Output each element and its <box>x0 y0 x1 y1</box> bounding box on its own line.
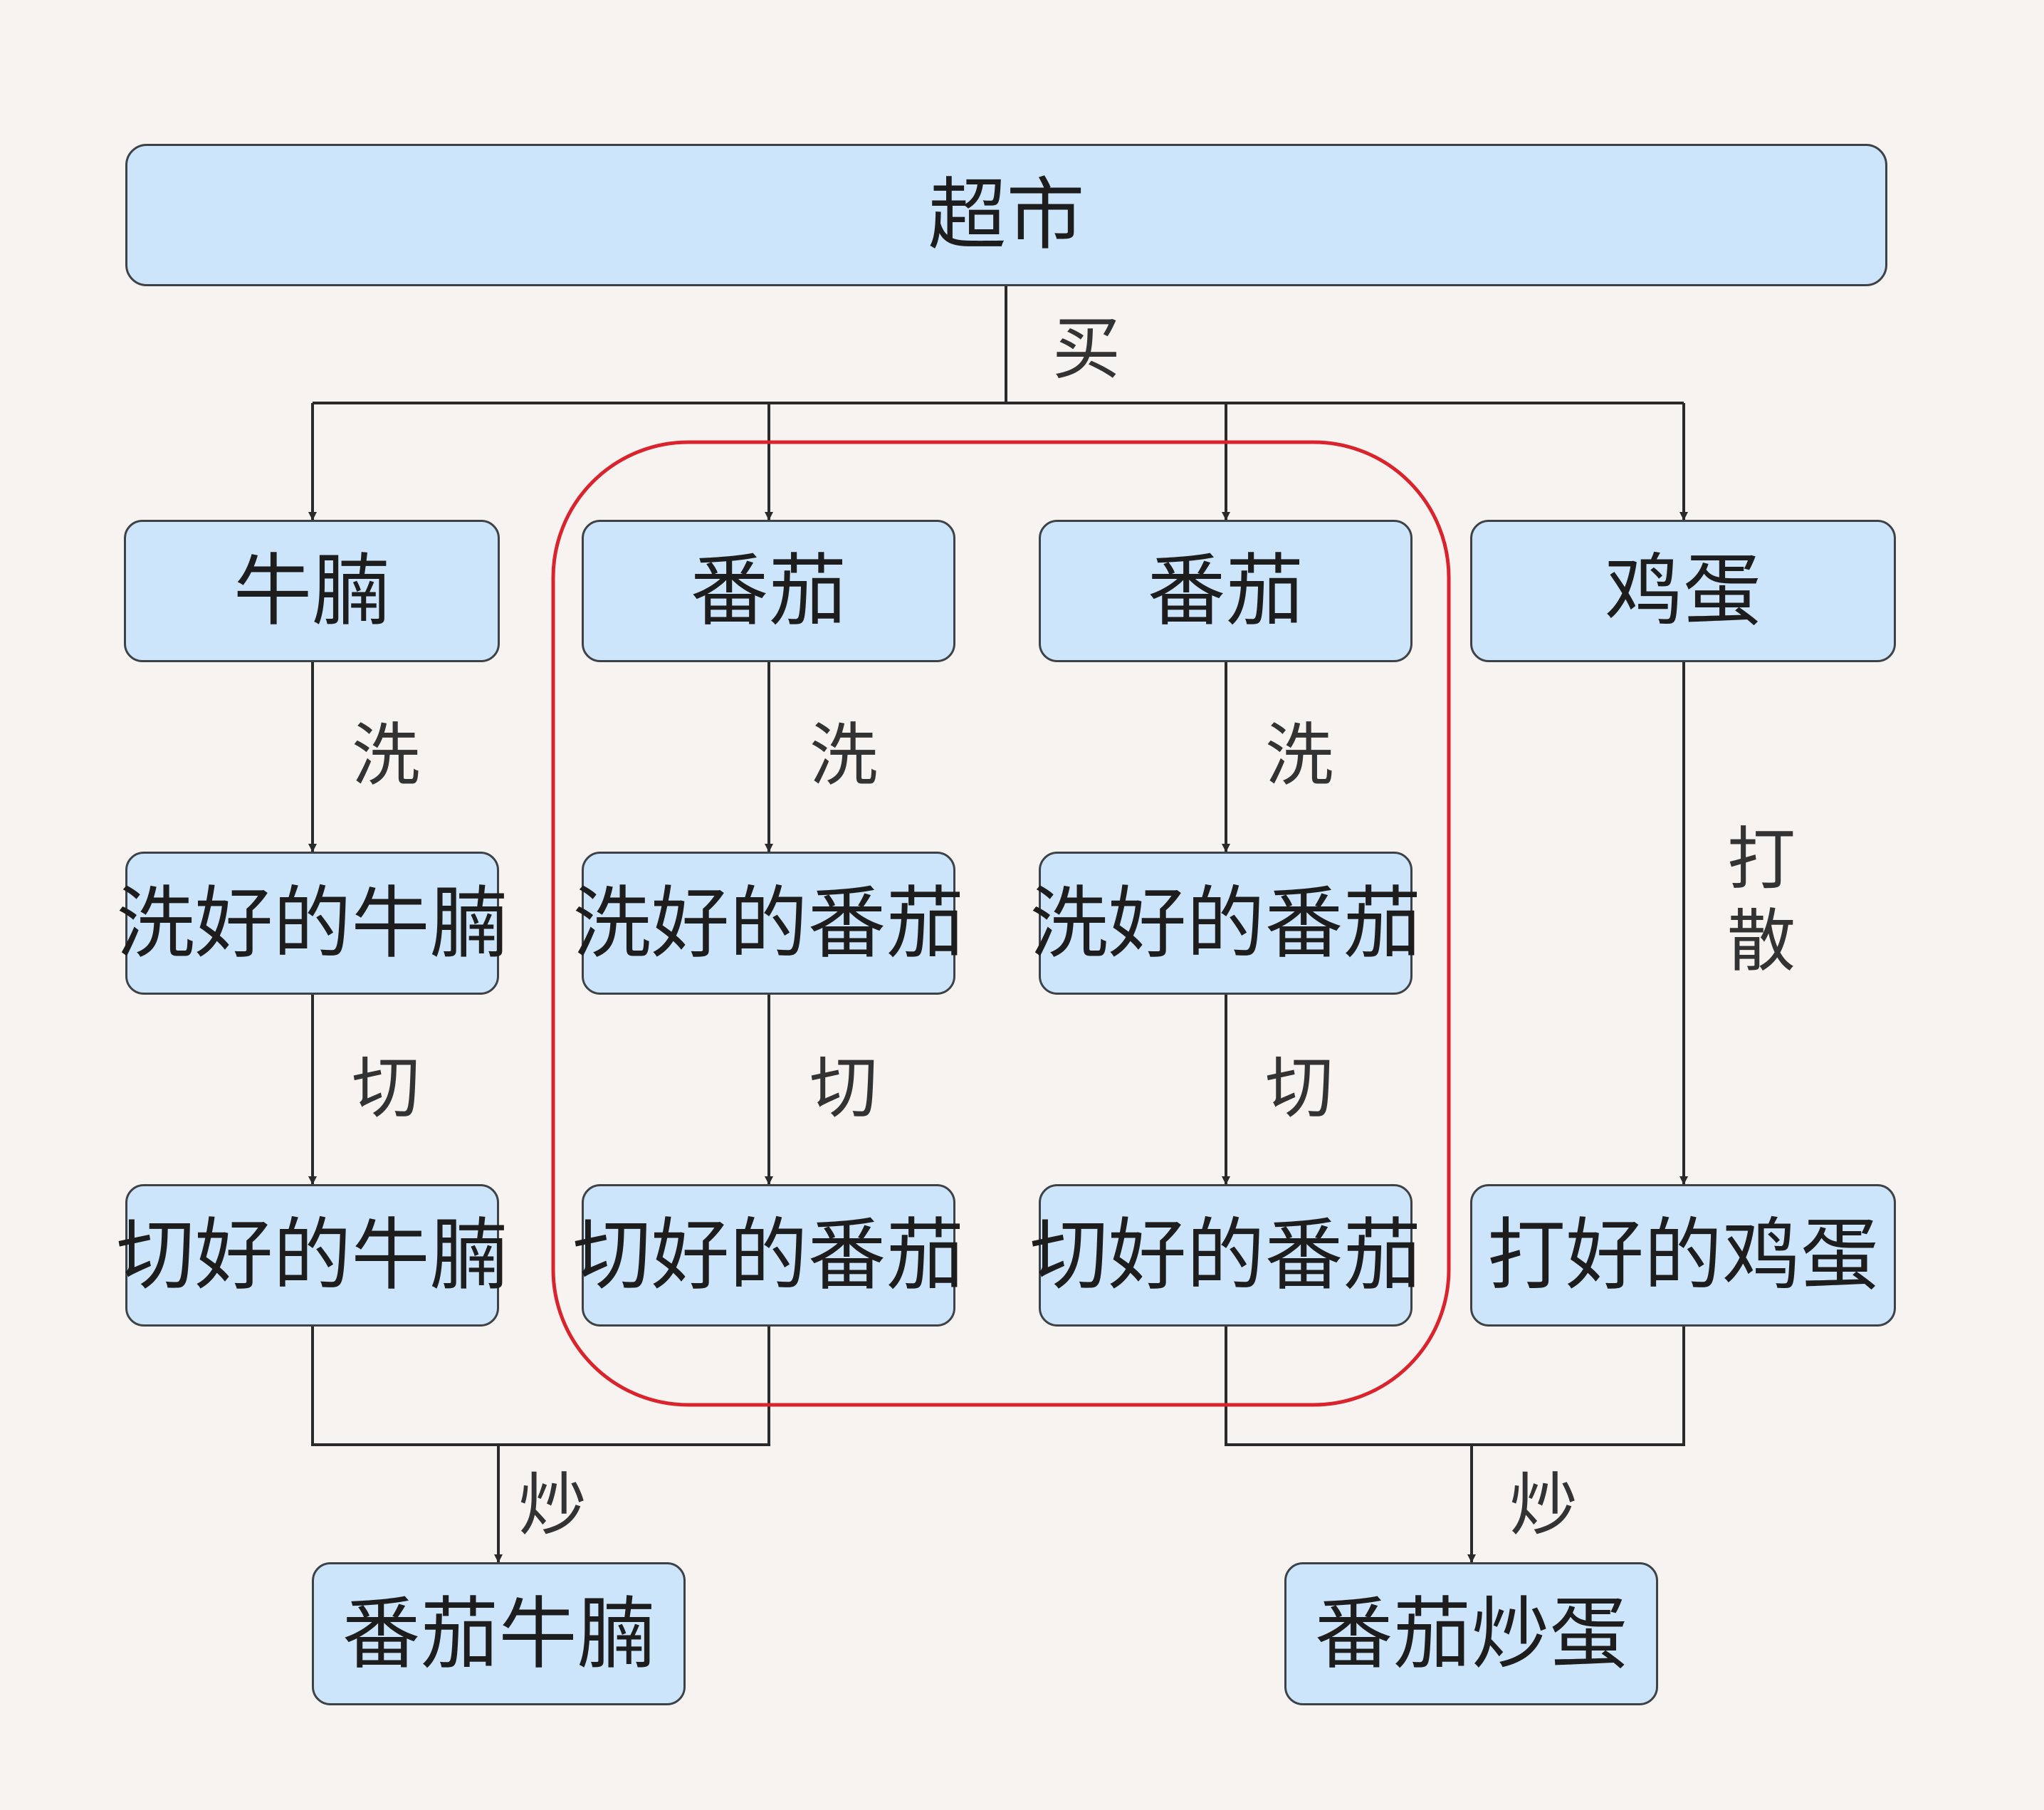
edge-label-cut-tomato-1: 切 <box>809 1048 878 1128</box>
edge-label-cut-beef: 切 <box>352 1048 420 1128</box>
node-egg: 鸡蛋 <box>1470 520 1896 662</box>
buy-edges <box>308 286 1688 520</box>
node-washed-tomato-1: 洗好的番茄 <box>573 852 965 995</box>
edge-label-wash-beef: 洗 <box>352 716 420 795</box>
edge-label-beat-egg: 打散 <box>1727 820 1796 982</box>
edge-label-wash-tomato-1: 洗 <box>809 716 878 795</box>
node-washed-beef: 洗好的牛腩 <box>117 852 508 995</box>
node-supermarket: 超市 <box>125 144 1887 286</box>
node-cut-tomato-1: 切好的番茄 <box>573 1184 965 1327</box>
edge-label-stir-fry-1: 炒 <box>518 1465 587 1545</box>
wash-edges <box>308 662 1688 1185</box>
node-beaten-egg: 打好的鸡蛋 <box>1470 1184 1896 1327</box>
cut-edges <box>308 995 1230 1185</box>
edge-label-wash-tomato-2: 洗 <box>1265 716 1333 795</box>
node-beef-brisket: 牛腩 <box>124 520 500 662</box>
edge-label-buy: 买 <box>1052 309 1121 389</box>
tomato-highlight-frame <box>551 440 1451 1407</box>
node-washed-tomato-2: 洗好的番茄 <box>1030 852 1422 995</box>
merge-right-line <box>1225 1327 1685 1446</box>
edge-label-cut-tomato-2: 切 <box>1265 1048 1333 1128</box>
node-cut-tomato-2: 切好的番茄 <box>1030 1184 1422 1327</box>
node-tomato-beef: 番茄牛腩 <box>312 1562 686 1705</box>
merge-left-line <box>311 1327 770 1446</box>
node-tomato-1: 番茄 <box>582 520 955 662</box>
edge-label-stir-fry-2: 炒 <box>1509 1465 1578 1545</box>
stir-fry-edges <box>311 1327 1685 1563</box>
node-tomato-2: 番茄 <box>1039 520 1413 662</box>
node-tomato-egg: 番茄炒蛋 <box>1284 1562 1658 1705</box>
node-cut-beef: 切好的牛腩 <box>117 1184 508 1327</box>
